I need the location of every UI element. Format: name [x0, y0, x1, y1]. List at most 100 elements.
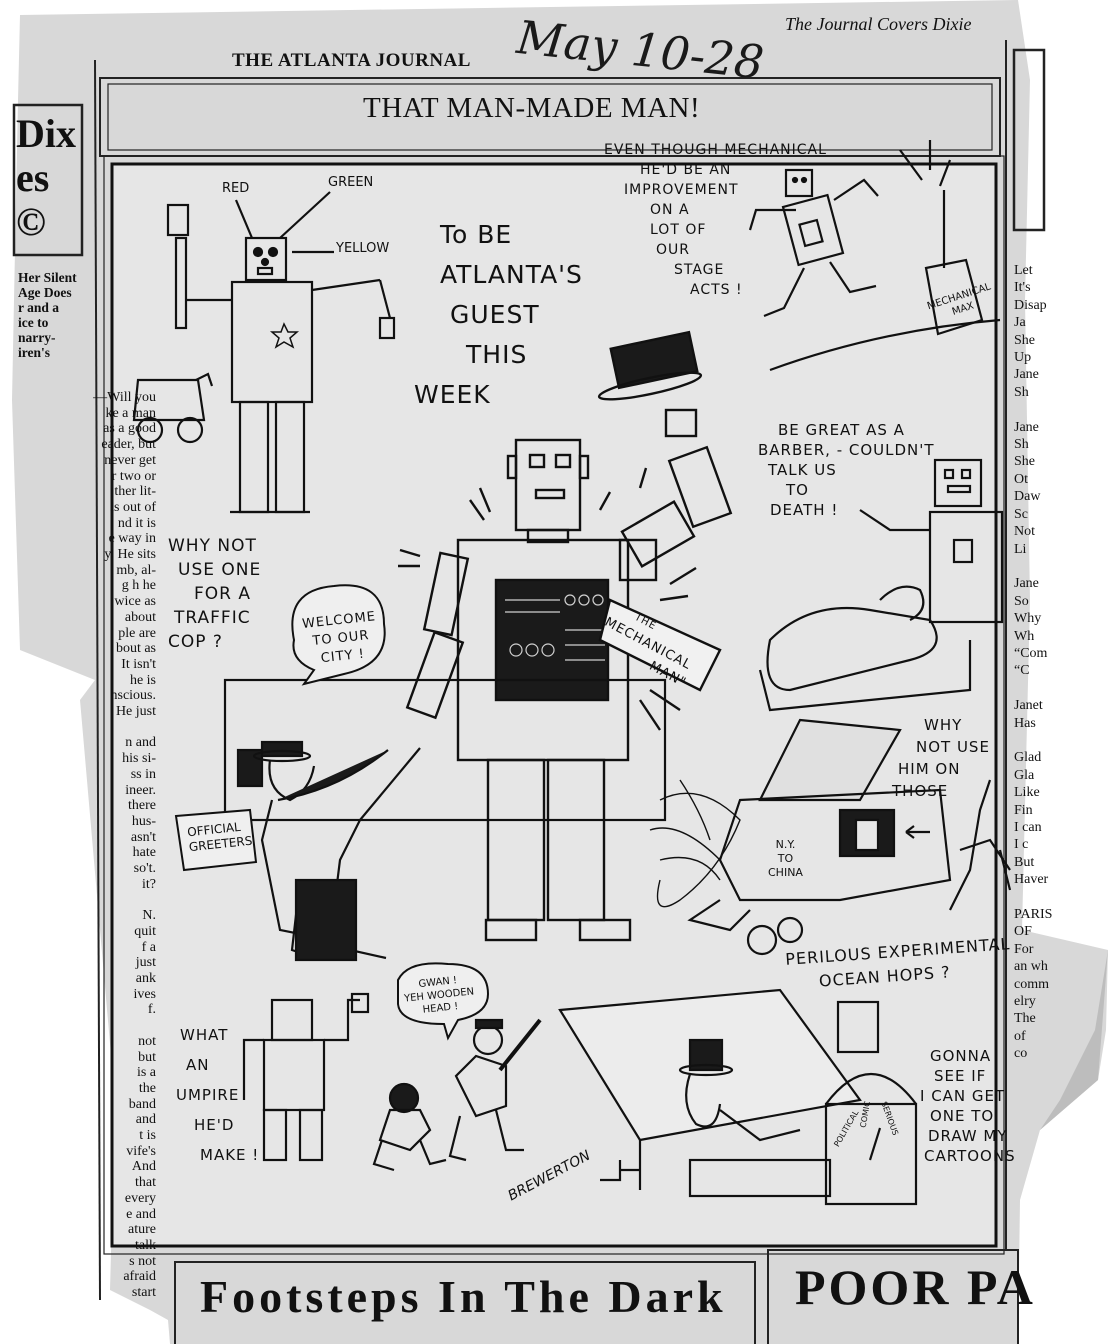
column-line: an wh: [1014, 959, 1048, 975]
column-line: Li: [1014, 541, 1027, 557]
column-line: hate: [132, 845, 156, 861]
greeters-sign: [174, 808, 258, 872]
column-line: nscious.: [110, 688, 157, 704]
batter-bubble-text: GWAN ! YEH WOODEN HEAD !: [403, 975, 475, 1016]
green-label: GREEN: [328, 175, 374, 190]
column-line: hus-: [131, 813, 156, 829]
left-column-subhead: Her Silent Age Does r and a ice to narry…: [18, 270, 77, 360]
column-line: there: [128, 798, 156, 814]
column-line: Ja: [1014, 315, 1026, 331]
tagline: The Journal Covers Dixie: [785, 14, 972, 34]
column-line: PARIS: [1014, 907, 1053, 923]
column-line: ature: [128, 1222, 156, 1238]
column-line: For: [1014, 941, 1034, 957]
column-line: ke a man: [105, 405, 156, 421]
column-line: as a good: [103, 421, 156, 437]
column-line: asn't: [130, 829, 156, 845]
mechanical-max-dancer: [748, 140, 1001, 372]
column-line: Sc: [1014, 506, 1028, 522]
column-line: Wh: [1014, 628, 1035, 644]
column-line: Not: [1014, 524, 1035, 540]
cartoon-title: THAT MAN-MADE MAN!: [363, 92, 701, 124]
column-line: So: [1014, 593, 1029, 609]
cartoonist-caption: GONNA SEE IF I CAN GET ONE TO DRAW MY CA…: [920, 1047, 1016, 1165]
column-line: nd it is: [117, 515, 156, 531]
column-line: Disap: [1014, 297, 1047, 313]
column-line: ple are: [118, 625, 156, 641]
column-line: but: [138, 1049, 156, 1065]
column-line: OF: [1014, 924, 1032, 940]
cartoonist-desk-scene: [558, 988, 918, 1206]
plane-route-label: N.Y. TO CHINA: [768, 838, 803, 879]
column-line: But: [1014, 854, 1035, 870]
bottom-left-headline: Footsteps In The Dark: [200, 1271, 727, 1322]
column-line: Daw: [1014, 489, 1041, 505]
column-line: not: [138, 1033, 156, 1049]
column-line: mb, al-: [116, 562, 156, 578]
column-line: Why: [1014, 611, 1042, 627]
column-line: Jane: [1014, 367, 1039, 383]
column-line: so't.: [133, 861, 156, 877]
column-line: [1014, 732, 1110, 749]
column-line: it?: [142, 876, 156, 892]
column-line: wice as: [114, 594, 156, 610]
column-line: that: [135, 1175, 156, 1191]
column-line: Sh: [1014, 384, 1029, 400]
column-line: ineer.: [125, 782, 156, 798]
column-line: is a: [136, 1065, 156, 1081]
umpire-robot-scene: [242, 992, 542, 1172]
center-caption: To BE ATLANTA'S GUEST THIS WEEK: [414, 220, 583, 409]
welcome-bubble-text: WELCOME TO OUR CITY !: [301, 609, 377, 667]
traffic-cop-robot: [132, 191, 396, 514]
column-line: band: [128, 1096, 156, 1112]
column-line: n and: [125, 735, 156, 751]
column-line: “Com: [1014, 645, 1048, 661]
column-line: Fin: [1014, 802, 1033, 818]
column-line: Sh: [1014, 437, 1029, 453]
column-line: t is: [139, 1128, 156, 1144]
column-line: Has: [1014, 715, 1036, 731]
column-line: ss in: [130, 766, 156, 782]
column-line: comm: [1014, 976, 1049, 992]
plane-caption: WHY NOT USE HIM ON THOSE: [892, 716, 990, 800]
left-column-headline: Dix es ©: [16, 111, 76, 244]
column-line: afraid: [123, 1269, 156, 1285]
column-line: Janet: [1014, 698, 1043, 714]
column-line: start: [131, 1285, 156, 1301]
column-line: bout as: [115, 641, 156, 657]
column-line: just: [135, 955, 156, 971]
stage-acts-caption: EVEN THOUGH MECHANICAL HE'D BE AN IMPROV…: [604, 142, 827, 298]
column-line: Ot: [1014, 471, 1028, 487]
barber-caption: BE GREAT AS A BARBER, - COULDN'T TALK US…: [758, 421, 935, 519]
column-line: She: [1014, 454, 1035, 470]
column-line: Gla: [1014, 767, 1035, 783]
umpire-caption: WHAT AN UMPIRE HE'D MAKE !: [176, 1026, 260, 1164]
column-line: his si-: [122, 751, 156, 767]
column-line: ives: [133, 986, 156, 1002]
column-line: —Will you: [93, 390, 156, 405]
column-line: eader, but: [101, 437, 156, 453]
column-line: never get: [104, 452, 156, 468]
column-line: [16, 893, 156, 909]
column-line: [16, 1018, 156, 1034]
column-line: I c: [1014, 837, 1029, 853]
column-line: [1014, 401, 1110, 418]
column-line: Haver: [1014, 872, 1049, 888]
welcome-speech-bubble: [291, 584, 386, 686]
column-line: vife's: [126, 1143, 156, 1159]
column-line: Like: [1014, 785, 1040, 801]
column-line: ther lit-: [114, 484, 156, 500]
column-line: e way in: [108, 531, 156, 547]
column-line: g h he: [121, 578, 156, 594]
column-line: [1014, 680, 1110, 697]
column-line: e and: [126, 1206, 156, 1222]
red-label: RED: [222, 181, 250, 196]
column-line: co: [1014, 1046, 1028, 1062]
official-greeter: [252, 740, 421, 962]
column-line: f.: [147, 1002, 156, 1018]
yellow-label: YELLOW: [336, 241, 390, 256]
